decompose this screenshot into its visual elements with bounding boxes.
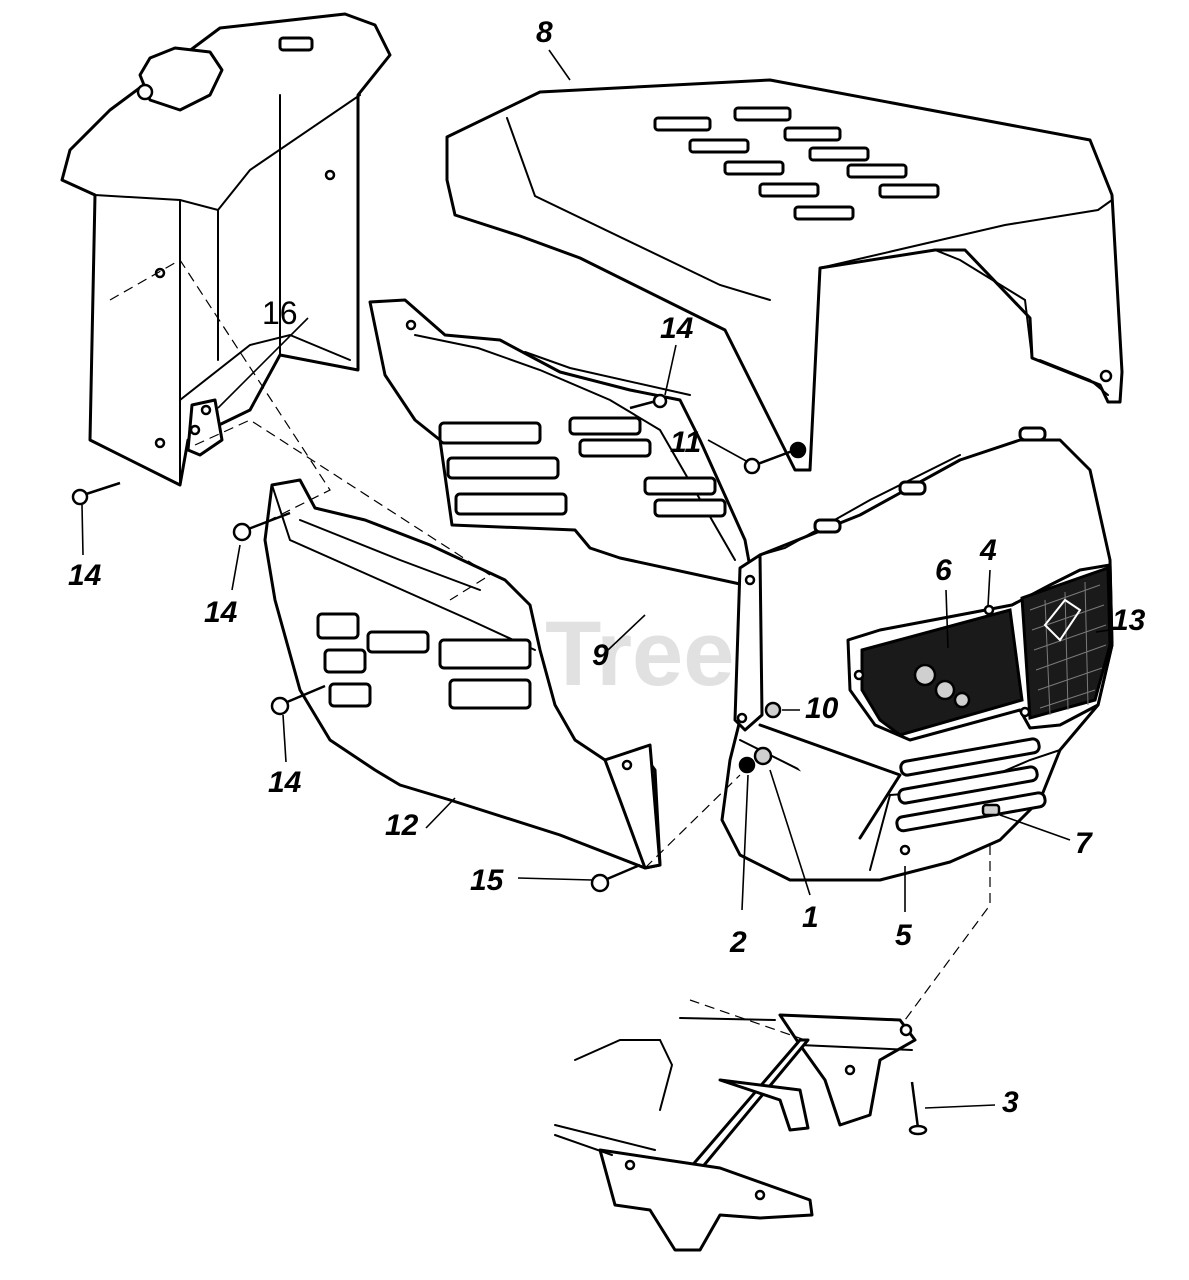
callout-14-left: 14 [68,559,102,592]
hood-hinge-strip [733,553,764,732]
callout-5: 5 [895,919,913,952]
callout-12: 12 [385,809,419,842]
callouts: 8 14 11 16 14 14 14 9 10 12 15 1 2 7 5 3… [68,16,1146,1119]
grille-mesh-lines [1029,581,1107,716]
callout-16: 16 [262,295,298,331]
callout-10: 10 [805,692,839,725]
hood-top-part [445,78,1124,472]
dash-bracket [186,398,224,457]
callout-8: 8 [536,16,553,49]
leader-lines [81,49,1111,1109]
right-side-panel-slots [438,416,727,518]
left-side-panel-slots [316,612,532,710]
nose-vent-slots [895,737,1047,833]
callout-1: 1 [802,901,819,934]
nut-1-2 [738,746,773,774]
clip-7 [981,803,1001,817]
screw-11 [743,441,807,475]
callout-14-lower: 14 [268,766,302,799]
nut-10 [764,701,782,719]
hood-vent-slots [653,106,940,221]
callout-7: 7 [1075,827,1093,860]
hardware [71,393,1001,1136]
callout-2: 2 [729,926,747,959]
callout-6: 6 [935,554,952,587]
screw-14-upper [629,393,668,410]
screw-14-left [71,481,121,506]
callout-13: 13 [1112,604,1146,637]
lens-screw-4 [983,604,995,616]
callout-4: 4 [979,534,997,567]
nose-housing-part [720,426,1114,882]
callout-3: 3 [1002,1086,1019,1119]
callout-14-middle: 14 [204,596,238,629]
bolt-3 [908,1081,928,1136]
left-side-panel-part [263,478,662,870]
right-side-panel-part [368,298,754,586]
headlight-panel-part [846,563,1114,742]
screw-14-middle [232,511,291,542]
grille-opening [860,608,1024,737]
nose-lower-lip [758,723,902,840]
callout-14-upper: 14 [660,312,694,345]
screw-15 [590,863,641,893]
callout-11: 11 [670,426,701,459]
hood-mount-hole [1099,369,1113,383]
screw-14-lower [270,684,326,716]
alignment-lines [109,259,991,1041]
callout-9: 9 [592,639,609,672]
callout-15: 15 [470,864,505,897]
left-side-panel-tab [603,743,662,870]
dash-tower-part [60,12,392,487]
frame-mount-part [554,1013,917,1252]
